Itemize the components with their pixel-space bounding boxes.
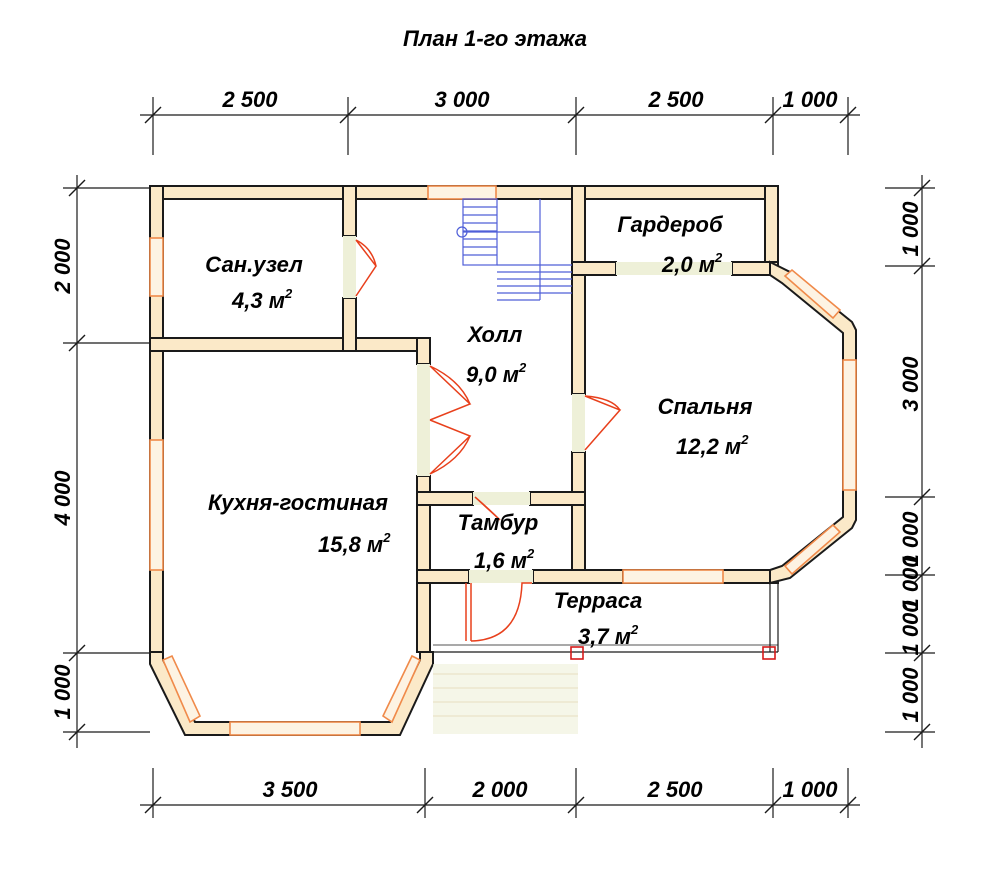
room-hall-area: 9,0 м2 — [466, 360, 527, 387]
dim-right-1: 1 000 — [898, 201, 923, 257]
door-bedroom — [584, 395, 622, 451]
dim-top-1: 2 500 — [221, 87, 278, 112]
dim-bottom-4: 1 000 — [782, 777, 838, 802]
dim-top-4: 1 000 — [782, 87, 838, 112]
dim-right-3: 1 000 — [898, 511, 923, 567]
door-entrance — [470, 582, 532, 642]
stairs — [456, 198, 572, 301]
dim-left-3: 1 000 — [50, 664, 75, 720]
room-bedroom-name: Спальня — [658, 394, 753, 419]
door-tambur-inner — [474, 496, 501, 521]
room-sanuzel-area: 4,3 м2 — [231, 286, 293, 313]
room-kitchen-area: 15,8 м2 — [318, 530, 391, 557]
dimension-left: 2 000 4 000 1 000 — [50, 175, 150, 748]
dim-right-2: 3 000 — [898, 356, 923, 412]
porch-steps — [433, 664, 578, 734]
room-terrace-area: 3,7 м2 — [578, 622, 639, 649]
dimension-right: 1 000 3 000 1 000 1 000 1 000 1 000 — [885, 175, 935, 748]
room-hall-name: Холл — [466, 322, 523, 347]
room-gardrob-name: Гардероб — [617, 212, 724, 237]
window-sanuzel — [149, 237, 164, 297]
dimension-top: 2 500 3 000 2 500 1 000 — [140, 87, 860, 155]
door-hall-double — [429, 365, 472, 475]
dimension-bottom: 3 500 2 000 2 500 1 000 — [140, 768, 860, 818]
room-sanuzel-name: Сан.узел — [205, 252, 303, 277]
dim-right-5: 1 000 — [898, 600, 923, 656]
room-bedroom-area: 12,2 м2 — [676, 432, 749, 459]
room-labels: Сан.узел 4,3 м2 Холл 9,0 м2 Гардероб 2,0… — [205, 212, 752, 649]
dim-right-6: 1 000 — [898, 667, 923, 723]
dim-top-3: 2 500 — [647, 87, 704, 112]
window-bay-top — [783, 268, 842, 320]
openings — [343, 236, 732, 583]
window-kitchen-left — [149, 439, 164, 571]
windows — [149, 185, 857, 736]
window-bedroom-bottom — [622, 569, 724, 584]
terrace-outline — [433, 583, 779, 660]
post-left — [570, 646, 584, 660]
window-kitchen-bay-right — [381, 654, 422, 724]
dim-bottom-1: 3 500 — [262, 777, 318, 802]
room-gardrob-area: 2,0 м2 — [661, 250, 723, 277]
dim-left-1: 2 000 — [50, 238, 75, 295]
room-tambur-name: Тамбур — [458, 510, 539, 535]
window-bedroom-right — [842, 359, 857, 491]
room-tambur-area: 1,6 м2 — [474, 546, 535, 573]
walls — [149, 185, 857, 736]
plan-title: План 1-го этажа — [403, 26, 587, 51]
window-hall-top — [427, 185, 497, 200]
dim-top-2: 3 000 — [434, 87, 490, 112]
window-kitchen-bottom — [229, 721, 361, 736]
room-kitchen-name: Кухня-гостиная — [208, 490, 388, 515]
window-bay-bottom — [783, 523, 842, 576]
window-kitchen-bay-left — [161, 654, 202, 724]
doors — [355, 239, 622, 642]
door-sanuzel — [355, 239, 377, 297]
room-terrace-name: Терраса — [554, 588, 642, 613]
dim-bottom-2: 2 000 — [471, 777, 528, 802]
post-right — [762, 646, 776, 660]
dim-left-2: 4 000 — [50, 470, 75, 527]
dim-bottom-3: 2 500 — [646, 777, 703, 802]
dim-right-4: 1 000 — [898, 555, 923, 611]
